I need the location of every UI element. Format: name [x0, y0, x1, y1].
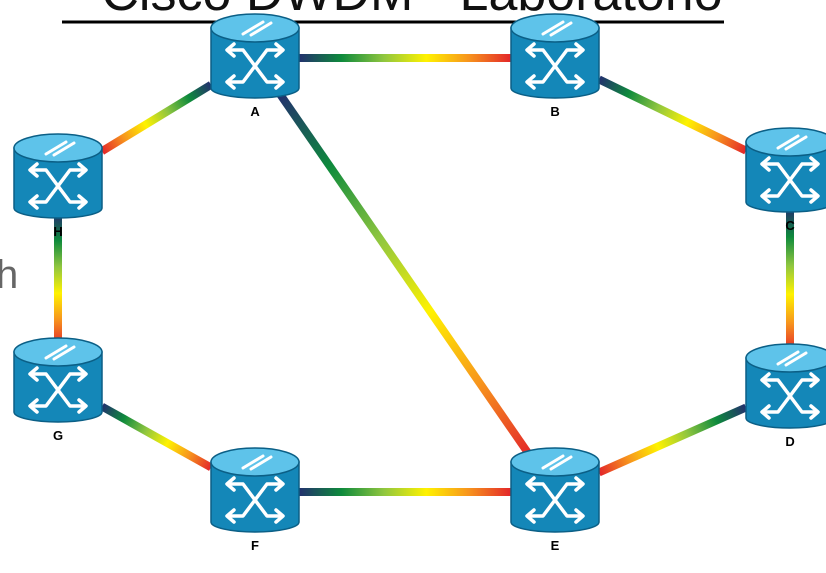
link-h-a [99, 81, 214, 155]
node-label-c: C [785, 218, 795, 233]
node-label-d: D [785, 434, 794, 449]
link-b-c [597, 75, 748, 155]
node-label-b: B [550, 104, 559, 119]
optical-switch-icon [210, 447, 300, 533]
node-label-f: F [251, 538, 259, 553]
node-c[interactable]: C [745, 127, 826, 233]
optical-switch-icon [13, 337, 103, 423]
node-label-e: E [551, 538, 560, 553]
link-f-g [100, 403, 213, 471]
node-b[interactable]: B [510, 13, 600, 119]
optical-switch-icon [510, 13, 600, 99]
link-d-e [597, 403, 748, 477]
node-label-h: H [53, 224, 62, 239]
optical-switch-icon [745, 343, 826, 429]
side-text-fragment: h [0, 253, 18, 297]
optical-switch-icon [745, 127, 826, 213]
link-a-e [276, 91, 534, 459]
node-e[interactable]: E [510, 447, 600, 553]
nodes-layer: A B C D E F G H [13, 13, 826, 553]
node-label-a: A [250, 104, 260, 119]
node-label-g: G [53, 428, 63, 443]
slide-title: Cisco DWDM - Laboratorio [101, 0, 722, 22]
node-f[interactable]: F [210, 447, 300, 553]
node-g[interactable]: G [13, 337, 103, 443]
optical-switch-icon [510, 447, 600, 533]
node-d[interactable]: D [745, 343, 826, 449]
optical-switch-icon [13, 133, 103, 219]
node-h[interactable]: H [13, 133, 103, 239]
node-a[interactable]: A [210, 13, 300, 119]
optical-switch-icon [210, 13, 300, 99]
links-layer [54, 54, 794, 496]
